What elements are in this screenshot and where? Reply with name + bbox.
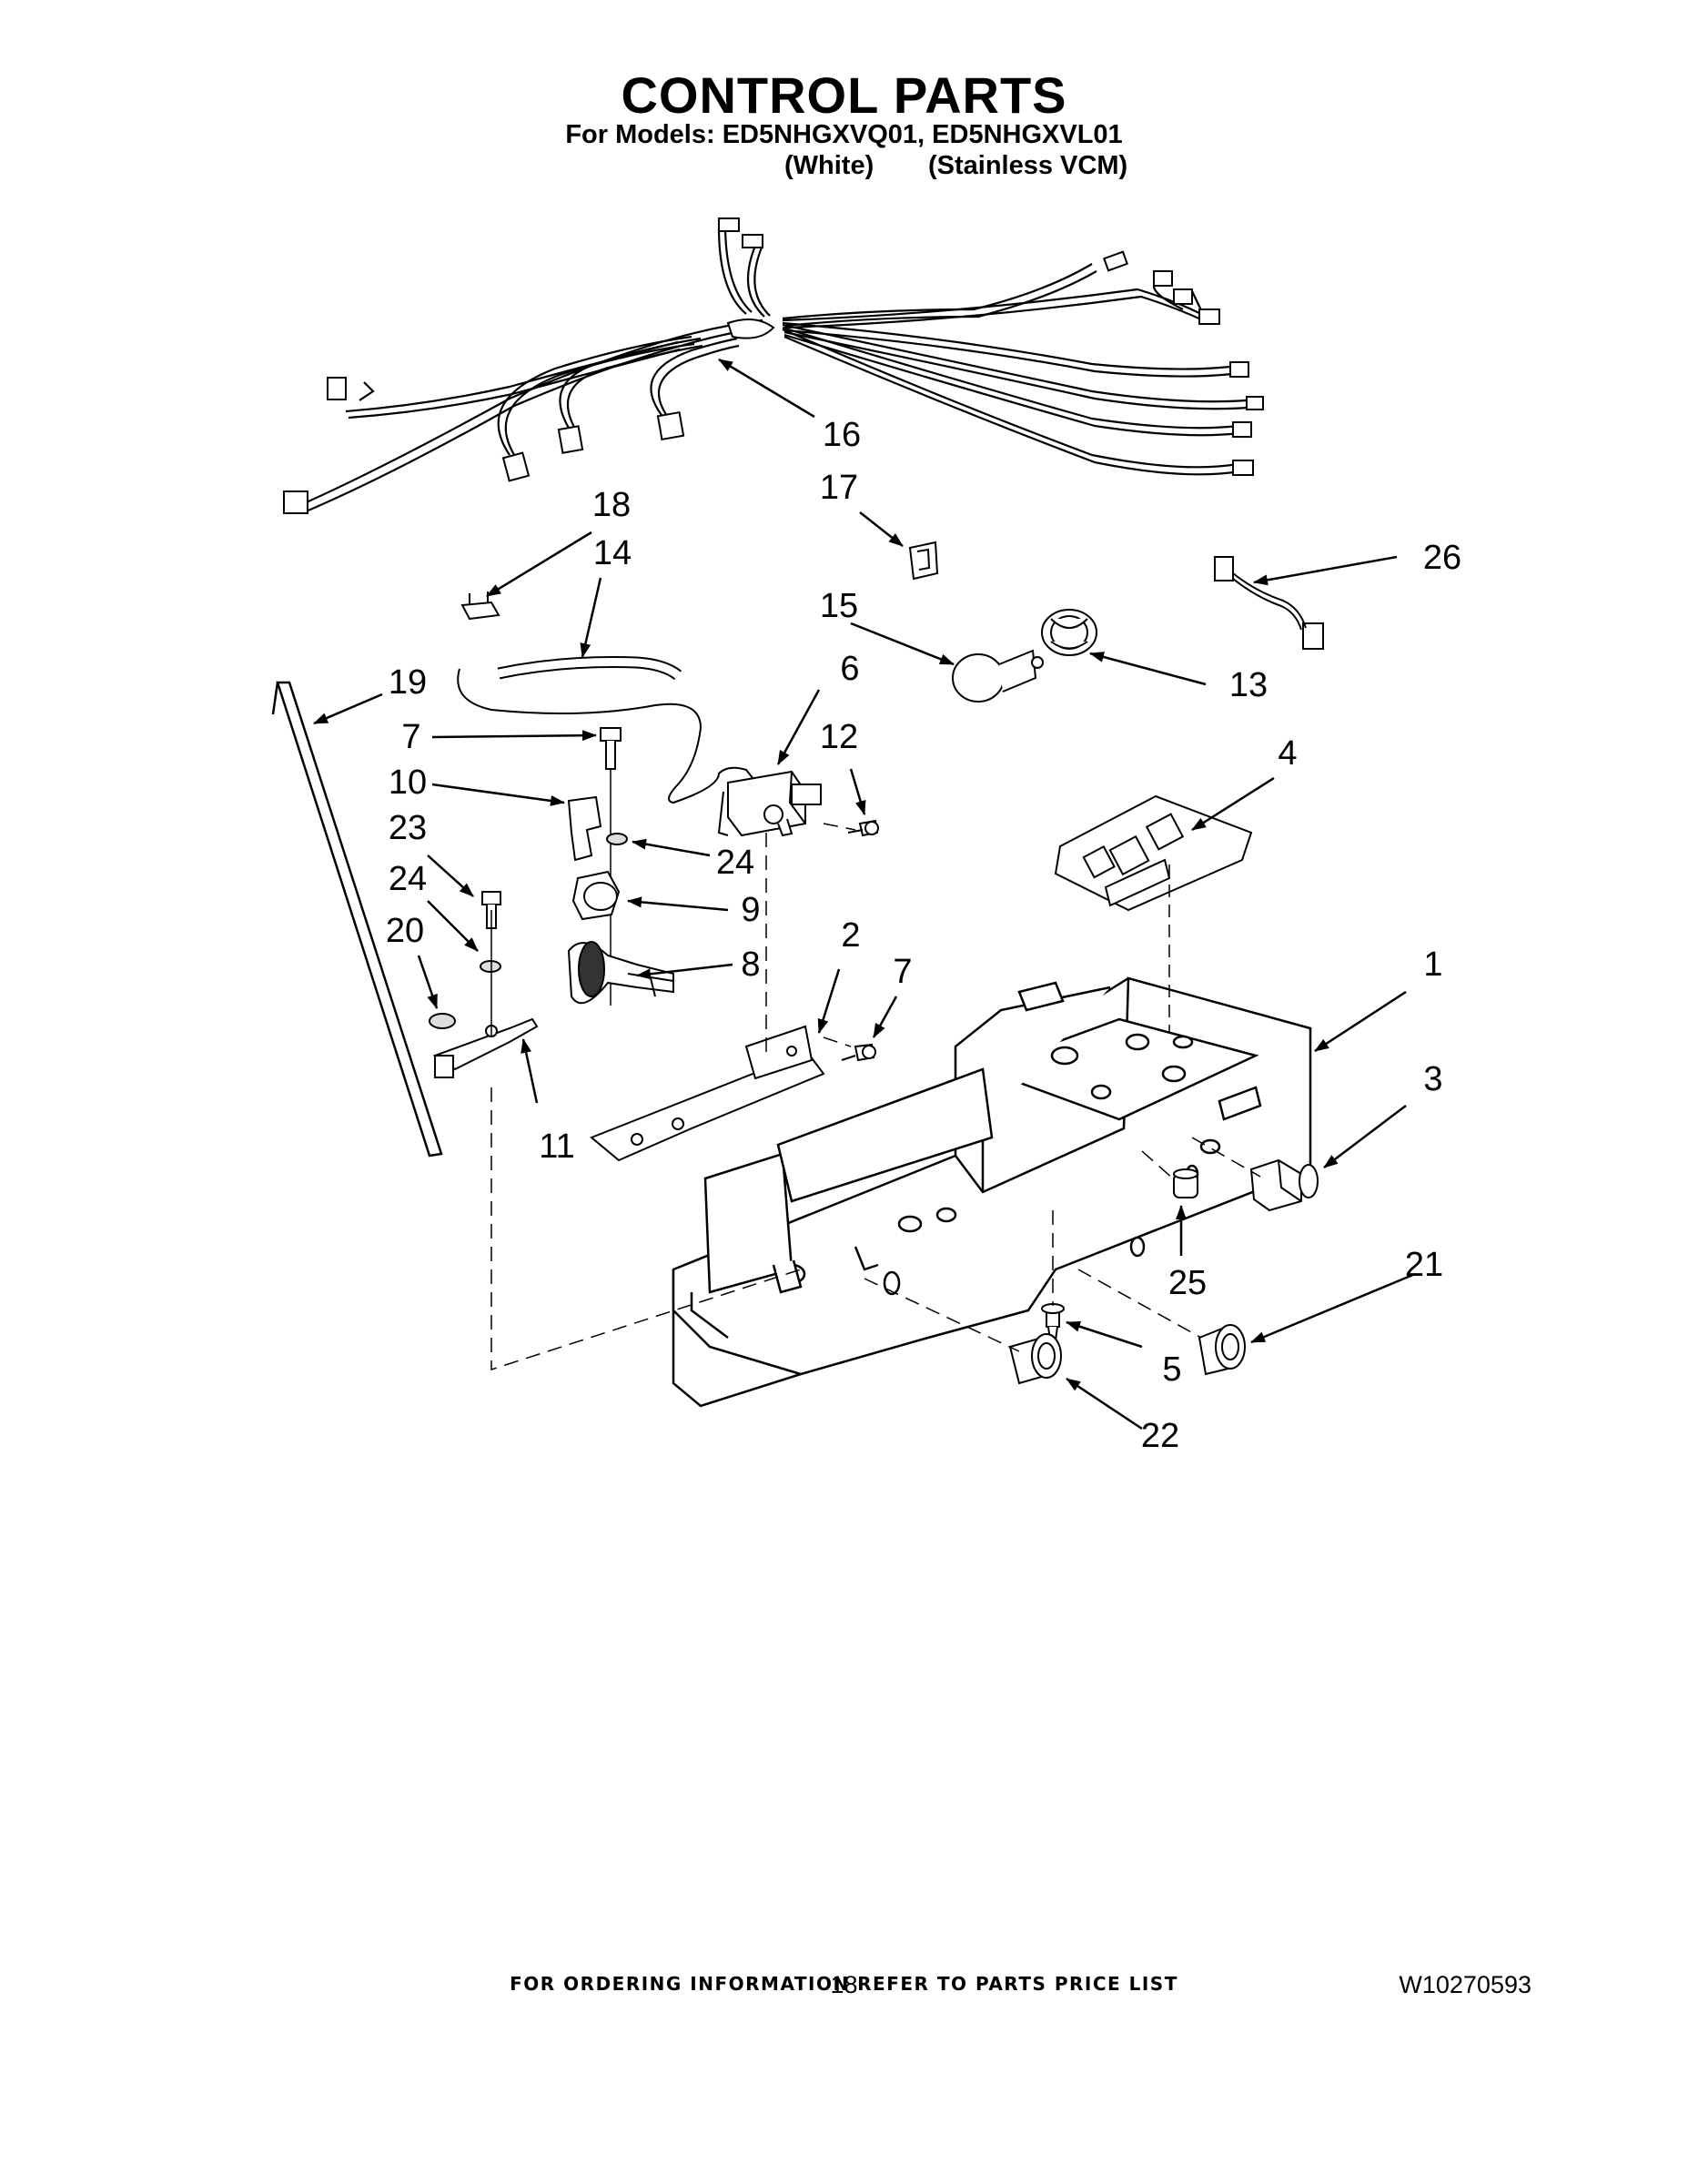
control-part-6 xyxy=(717,770,822,837)
callout-22: 22 xyxy=(1141,1417,1179,1455)
callout-8: 8 xyxy=(741,945,760,984)
assembly-guides xyxy=(490,823,1261,1371)
callout-1: 1 xyxy=(1423,945,1442,984)
bracket-part-2 xyxy=(590,1025,825,1162)
callout-16: 16 xyxy=(823,416,861,454)
washer-part-24-lower xyxy=(480,960,501,973)
callout-7-upper: 7 xyxy=(401,718,420,756)
callout-19: 19 xyxy=(389,663,427,702)
clip-part-18 xyxy=(460,592,500,621)
plug-part-25 xyxy=(1173,1168,1198,1198)
callout-13: 13 xyxy=(1229,666,1268,704)
callout-7-lower: 7 xyxy=(893,953,912,991)
screw-part-12 xyxy=(847,819,879,837)
clip-part-10 xyxy=(567,795,602,862)
callout-arrows xyxy=(313,358,1416,1431)
callout-2: 2 xyxy=(841,916,860,955)
callout-12: 12 xyxy=(820,718,858,756)
bulb-part-15 xyxy=(952,649,1044,703)
page-number: 18 xyxy=(830,1971,858,1998)
washer-part-20 xyxy=(429,1013,456,1029)
document-number: W10270593 xyxy=(1399,1971,1531,1998)
wire-lead-part-26 xyxy=(1214,556,1324,650)
callout-5: 5 xyxy=(1162,1350,1181,1389)
callout-25: 25 xyxy=(1168,1264,1207,1302)
callout-10: 10 xyxy=(389,763,427,802)
wire-harness xyxy=(299,227,1249,514)
tube-part-14 xyxy=(497,656,682,681)
socket-part-13 xyxy=(1041,609,1097,656)
washer-part-24-upper xyxy=(606,833,628,845)
callout-9: 9 xyxy=(741,891,760,929)
housing-part-1 xyxy=(672,976,1312,1408)
variant-stainless: (Stainless VCM) xyxy=(928,151,1128,180)
callout-23: 23 xyxy=(389,809,427,847)
callout-14: 14 xyxy=(593,534,632,572)
callout-3: 3 xyxy=(1423,1060,1442,1098)
knob-part-8 xyxy=(567,941,674,1005)
callout-17: 17 xyxy=(820,469,858,507)
screw-part-7-top xyxy=(600,727,622,770)
rod-part-19 xyxy=(271,681,443,1158)
callout-24-upper: 24 xyxy=(716,844,754,882)
callout-24-lower: 24 xyxy=(389,860,427,898)
grommet-part-22 xyxy=(1008,1333,1062,1385)
callout-4: 4 xyxy=(1278,734,1297,773)
models-line: For Models: ED5NHGXVQ01, ED5NHGXVL01 xyxy=(565,120,1123,149)
ordering-info-note: FOR ORDERING INFORMATION REFER TO PARTS … xyxy=(510,1973,1178,1995)
board-part-4 xyxy=(1054,794,1253,912)
grommet-part-21 xyxy=(1198,1324,1246,1376)
callout-26: 26 xyxy=(1423,539,1461,577)
screw-part-7-lower xyxy=(841,1043,876,1062)
callout-6: 6 xyxy=(840,650,859,688)
switch-part-3 xyxy=(1249,1158,1319,1212)
variant-white: (White) xyxy=(784,151,874,180)
callout-15: 15 xyxy=(820,587,858,625)
page-title: CONTROL PARTS xyxy=(621,66,1067,124)
bracket-part-9 xyxy=(571,870,621,921)
clip-part-17 xyxy=(908,541,939,581)
callout-11: 11 xyxy=(539,1127,574,1166)
lever-part-11 xyxy=(432,1017,539,1078)
wire-harness-connectors xyxy=(283,217,1264,514)
callout-20: 20 xyxy=(386,912,424,950)
callout-21: 21 xyxy=(1405,1246,1443,1284)
callout-18: 18 xyxy=(592,486,631,524)
capillary-tube xyxy=(457,668,754,804)
